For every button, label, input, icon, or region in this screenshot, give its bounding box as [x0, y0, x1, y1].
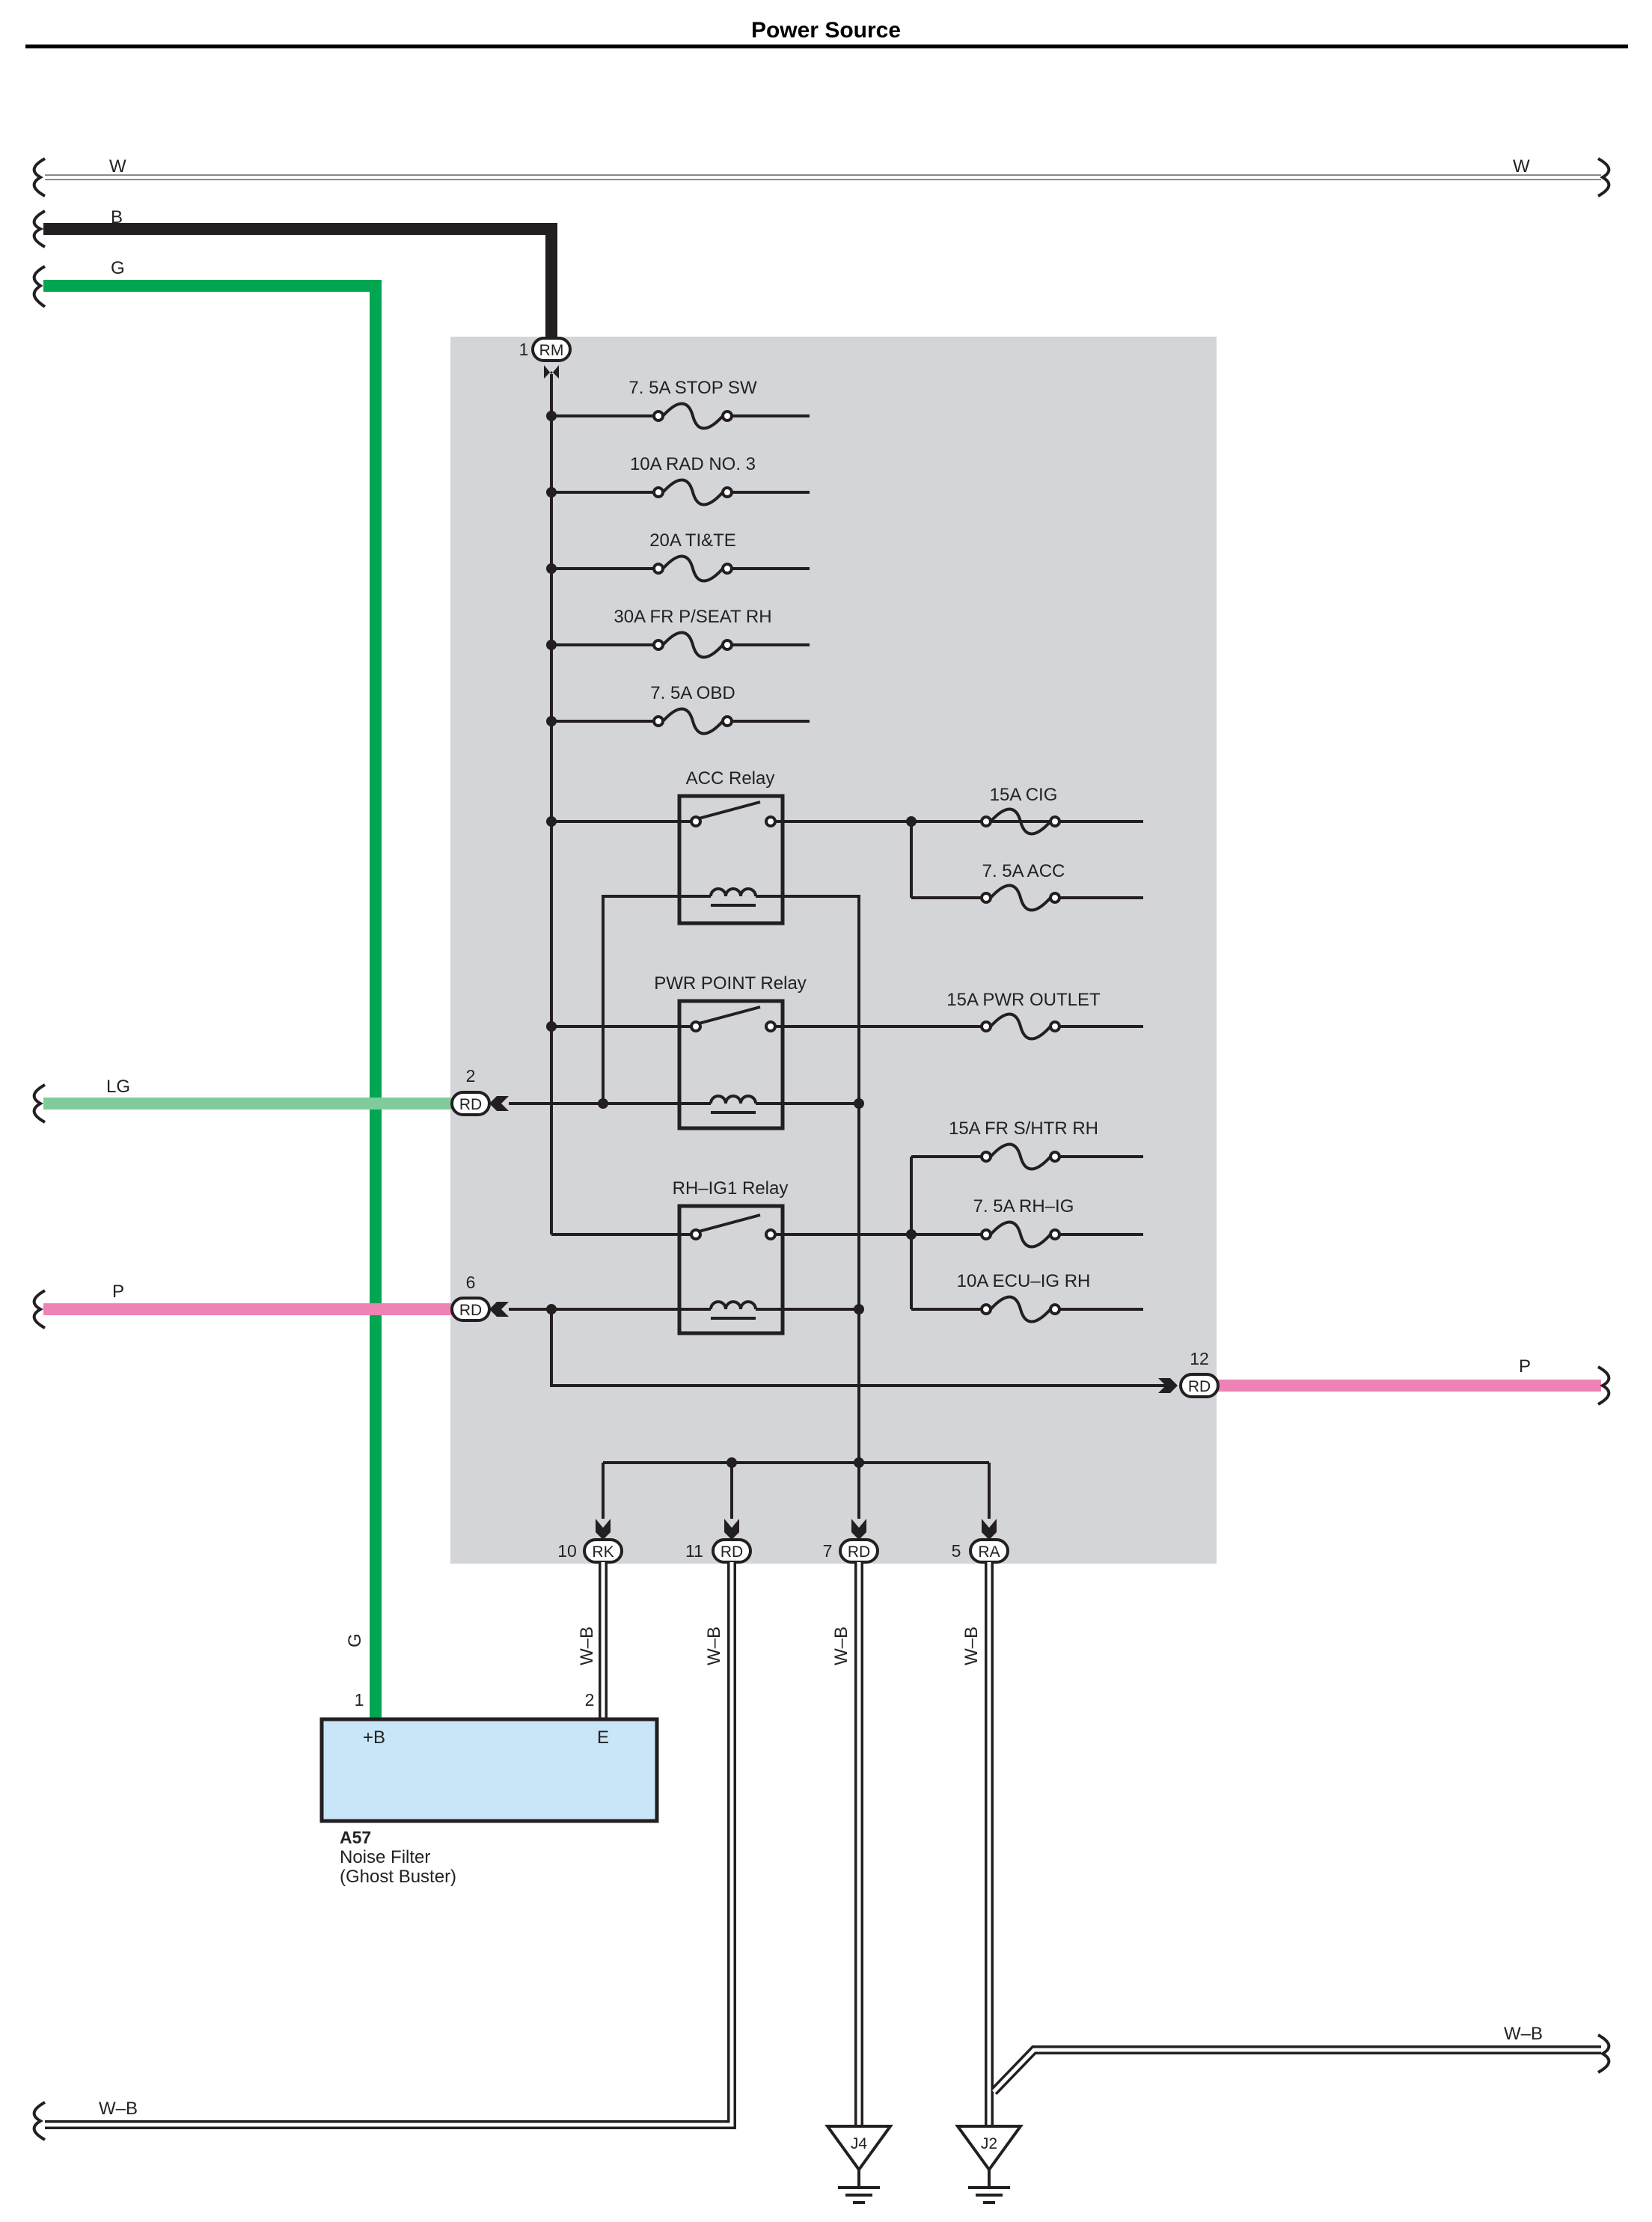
- wire-label-w-left: W: [109, 156, 126, 177]
- noise-filter-id: A57: [340, 1828, 371, 1847]
- fuse-label-cig: 15A CIG: [990, 785, 1058, 805]
- relay-label-rh-ig1: RH–IG1 Relay: [673, 1178, 789, 1199]
- noise-filter-name: Noise Filter: [340, 1847, 430, 1867]
- wire-label-b: B: [111, 207, 123, 227]
- ground-j2-label: J2: [981, 2135, 997, 2152]
- wire-label-p-left: P: [112, 1282, 124, 1302]
- connector-rd2-pin: 2: [466, 1066, 476, 1086]
- fuse-label-rad-no3: 10A RAD NO. 3: [630, 454, 756, 474]
- wire-label-wb-ra: W–B: [961, 1626, 982, 1665]
- connector-rd6-code: RD: [459, 1302, 482, 1319]
- fuse-symbols: [652, 402, 1061, 1323]
- connector-rm-pin: 1: [519, 340, 529, 359]
- connector-rk10-pin: 10: [557, 1541, 577, 1561]
- noise-filter-pin2: 2: [585, 1690, 595, 1710]
- wire-label-w-right: W: [1513, 156, 1530, 177]
- page-title: Power Source: [751, 18, 901, 43]
- wire-g: [43, 280, 382, 1721]
- noise-filter-pin1: 1: [355, 1690, 364, 1710]
- fuse-label-acc: 7. 5A ACC: [982, 861, 1065, 881]
- noise-filter-term-b: +B: [363, 1727, 385, 1748]
- fuse-label-obd: 7. 5A OBD: [650, 683, 735, 703]
- relay-label-acc: ACC Relay: [686, 768, 775, 789]
- connector-rd2-code: RD: [459, 1096, 482, 1113]
- connector-rd7: [839, 1519, 879, 1564]
- internal-bus: [509, 374, 1167, 1519]
- connector-rd2: [450, 1091, 509, 1116]
- connector-rd12: [1158, 1373, 1220, 1398]
- fuse-label-ti-te: 20A TI&TE: [649, 530, 736, 551]
- wire-label-lg: LG: [106, 1077, 130, 1097]
- connector-rd11-code: RD: [721, 1543, 743, 1561]
- ground-j4: [825, 2125, 893, 2204]
- connector-rm-code: RM: [539, 342, 564, 359]
- junction-dots: [546, 411, 917, 1468]
- wire-label-p-right: P: [1519, 1356, 1531, 1377]
- connector-rd6: [450, 1297, 509, 1322]
- connector-rd12-pin: 12: [1190, 1349, 1209, 1368]
- fuse-label-fr-shtr-rh: 15A FR S/HTR RH: [949, 1118, 1098, 1139]
- wire-label-g-vertical: G: [345, 1633, 365, 1647]
- connector-rd6-pin: 6: [466, 1273, 476, 1292]
- connector-rd12-code: RD: [1188, 1378, 1211, 1395]
- wire-label-wb-rd7: W–B: [831, 1626, 851, 1665]
- fuse-label-ecu-ig-rh: 10A ECU–IG RH: [957, 1271, 1091, 1291]
- fuse-label-rh-ig: 7. 5A RH–IG: [973, 1196, 1074, 1216]
- connector-rd11-pin: 11: [685, 1541, 703, 1561]
- wire-label-wb-bottom-left: W–B: [99, 2099, 138, 2119]
- ground-j2: [955, 2125, 1024, 2204]
- connector-rm: [531, 337, 572, 379]
- wire-label-wb-bottom-right: W–B: [1504, 2024, 1543, 2044]
- connector-rd7-code: RD: [848, 1543, 870, 1561]
- connector-rk10-code: RK: [592, 1543, 614, 1561]
- noise-filter-box: [319, 1717, 659, 1823]
- wire-break-symbols: [32, 157, 1611, 2141]
- connector-rd7-pin: 7: [823, 1541, 833, 1561]
- connector-ra5-code: RA: [978, 1543, 1000, 1561]
- relay-label-pwr-point: PWR POINT Relay: [654, 973, 807, 994]
- connector-rd11: [712, 1519, 752, 1564]
- wire-label-wb-rd11: W–B: [704, 1626, 724, 1665]
- noise-filter-term-e: E: [597, 1727, 609, 1748]
- noise-filter-subname: (Ghost Buster): [340, 1867, 456, 1887]
- junction-box: [450, 337, 1217, 1564]
- fuse-label-pwr-outlet: 15A PWR OUTLET: [946, 990, 1101, 1010]
- wire-label-wb-rk: W–B: [577, 1626, 597, 1665]
- ground-j4-label: J4: [851, 2135, 868, 2152]
- connector-rk10: [583, 1519, 623, 1564]
- wire-b: [43, 223, 557, 338]
- relay-symbols: [677, 794, 785, 1335]
- connector-ra5-pin: 5: [952, 1541, 961, 1561]
- fuse-label-stop-sw: 7. 5A STOP SW: [628, 378, 757, 398]
- wire-label-g: G: [111, 258, 125, 278]
- fuse-label-fr-pseat-rh: 30A FR P/SEAT RH: [614, 607, 771, 627]
- wb-wires: [45, 1562, 1601, 2129]
